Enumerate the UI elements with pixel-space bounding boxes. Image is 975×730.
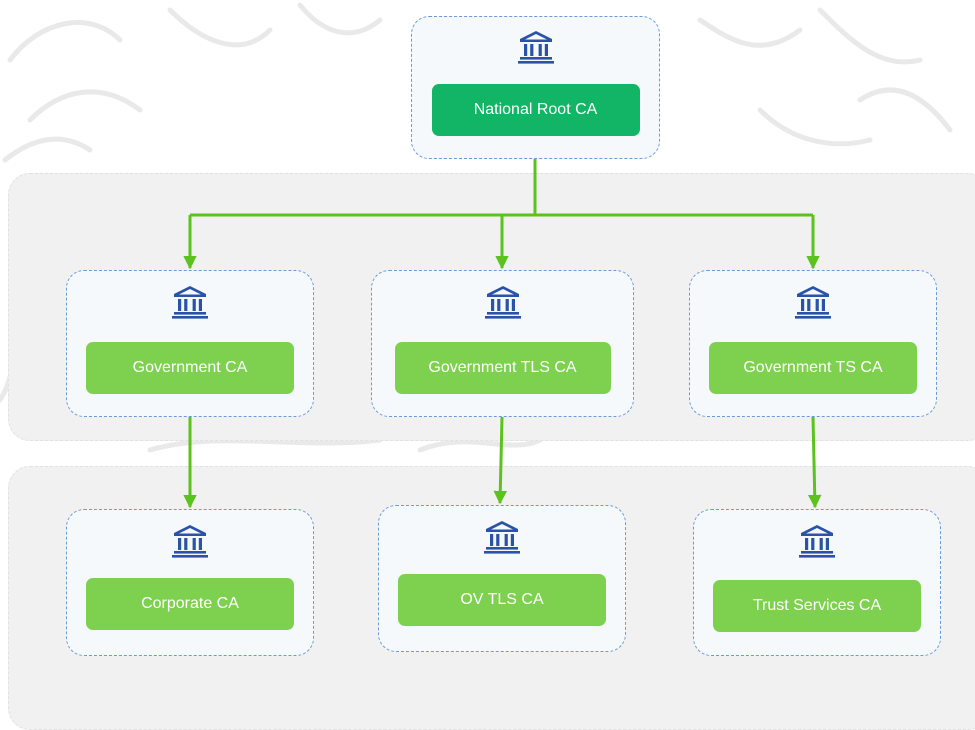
node-ov-tls-ca: OV TLS CA xyxy=(378,505,626,652)
node-label: Trust Services CA xyxy=(713,580,921,632)
bank-icon xyxy=(172,286,208,319)
node-label: Corporate CA xyxy=(86,578,294,630)
node-trust-services-ca: Trust Services CA xyxy=(693,509,941,656)
bank-icon xyxy=(799,525,835,558)
background-watermark xyxy=(0,2,953,453)
node-label: Government TS CA xyxy=(709,342,917,394)
node-government-tls-ca: Government TLS CA xyxy=(371,270,634,417)
bank-icon xyxy=(484,286,521,319)
node-national-root-ca: National Root CA xyxy=(411,16,660,159)
bank-icon xyxy=(795,286,831,319)
node-label: National Root CA xyxy=(431,84,640,136)
bank-icon xyxy=(484,521,520,554)
connector-government-ts-to-trust-services xyxy=(807,416,822,509)
node-government-ca: Government CA xyxy=(66,270,314,417)
bank-icon xyxy=(517,31,554,64)
node-label: Government TLS CA xyxy=(394,342,611,394)
connector-government-tls-to-ov-tls xyxy=(493,416,508,505)
node-label: OV TLS CA xyxy=(398,574,606,626)
node-corporate-ca: Corporate CA xyxy=(66,509,314,656)
node-government-ts-ca: Government TS CA xyxy=(689,270,937,417)
connector-lines xyxy=(183,159,822,509)
bank-icon xyxy=(172,525,208,558)
node-label: Government CA xyxy=(86,342,294,394)
